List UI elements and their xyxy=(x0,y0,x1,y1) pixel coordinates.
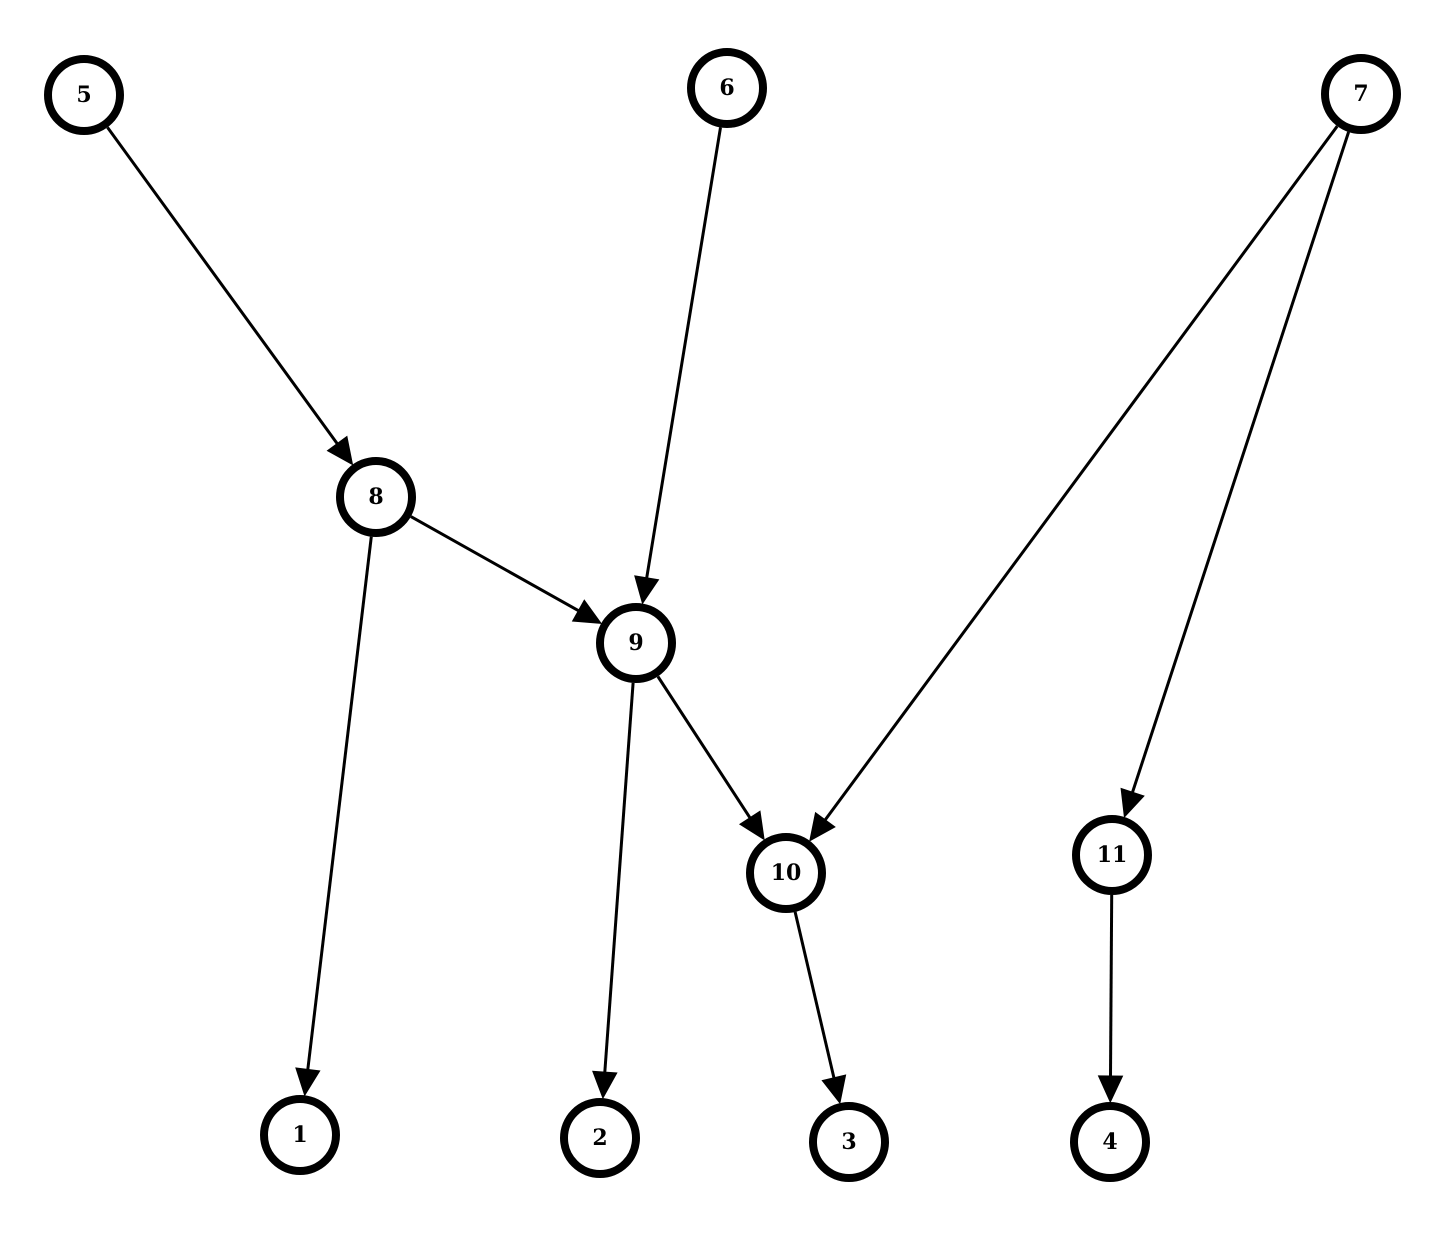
node-10: 10 xyxy=(746,833,826,913)
arrowhead-icon xyxy=(592,1070,618,1100)
node-6: 6 xyxy=(687,48,767,128)
node-9: 9 xyxy=(596,603,676,683)
edge-10-to-3 xyxy=(793,911,847,1105)
edge-9-to-10 xyxy=(656,675,765,841)
node-label: 3 xyxy=(841,1129,856,1155)
arrowhead-icon xyxy=(809,811,836,842)
edge-line xyxy=(410,515,580,613)
edge-line xyxy=(1109,894,1114,1077)
arrowhead-icon xyxy=(738,810,765,841)
arrowhead-icon xyxy=(1097,1075,1124,1104)
edge-6-to-9 xyxy=(634,127,722,605)
node-circle xyxy=(1072,815,1152,895)
node-circle xyxy=(746,833,826,913)
node-1: 1 xyxy=(260,1095,340,1175)
node-circle xyxy=(687,48,767,128)
node-label: 6 xyxy=(719,75,734,101)
edge-line xyxy=(106,126,339,445)
node-label: 4 xyxy=(1102,1129,1117,1155)
edge-5-to-8 xyxy=(106,126,354,466)
node-label: 7 xyxy=(1353,81,1368,107)
node-label: 5 xyxy=(76,82,91,108)
node-label: 1 xyxy=(292,1122,307,1148)
node-circle xyxy=(260,1095,340,1175)
arrowhead-icon xyxy=(571,599,603,624)
node-label: 9 xyxy=(628,630,643,656)
node-circle xyxy=(809,1102,889,1182)
edge-line xyxy=(1131,131,1351,793)
node-circle xyxy=(596,603,676,683)
edge-line xyxy=(793,911,836,1079)
node-circle xyxy=(1321,54,1401,134)
edge-8-to-9 xyxy=(410,515,603,624)
arrowhead-icon xyxy=(1120,787,1145,819)
edge-line xyxy=(656,675,752,819)
node-circle xyxy=(1070,1102,1150,1182)
edge-11-to-4 xyxy=(1097,894,1124,1104)
arrowhead-icon xyxy=(634,575,660,605)
node-3: 3 xyxy=(809,1102,889,1182)
edge-line xyxy=(645,127,722,579)
nodes-layer: 1 2 3 4 5 6 7 8 9 10 11 xyxy=(44,48,1401,1182)
arrowhead-icon xyxy=(295,1067,321,1097)
edge-9-to-2 xyxy=(592,682,635,1100)
node-8: 8 xyxy=(336,457,416,537)
arrowhead-icon xyxy=(821,1074,847,1105)
edge-7-to-11 xyxy=(1120,131,1351,819)
edge-line xyxy=(306,536,373,1070)
edge-8-to-1 xyxy=(295,536,373,1097)
edge-line xyxy=(823,125,1339,821)
node-7: 7 xyxy=(1321,54,1401,134)
node-2: 2 xyxy=(560,1098,640,1178)
arrowhead-icon xyxy=(326,435,354,466)
node-11: 11 xyxy=(1072,815,1152,895)
node-4: 4 xyxy=(1070,1102,1150,1182)
edges-layer xyxy=(106,125,1351,1105)
node-circle xyxy=(336,457,416,537)
node-label: 8 xyxy=(368,484,383,510)
node-circle xyxy=(44,55,124,135)
edge-7-to-10 xyxy=(809,125,1339,842)
edge-line xyxy=(603,682,635,1073)
node-label: 10 xyxy=(771,860,802,886)
node-circle xyxy=(560,1098,640,1178)
node-label: 11 xyxy=(1097,842,1128,868)
node-5: 5 xyxy=(44,55,124,135)
node-label: 2 xyxy=(592,1125,607,1151)
